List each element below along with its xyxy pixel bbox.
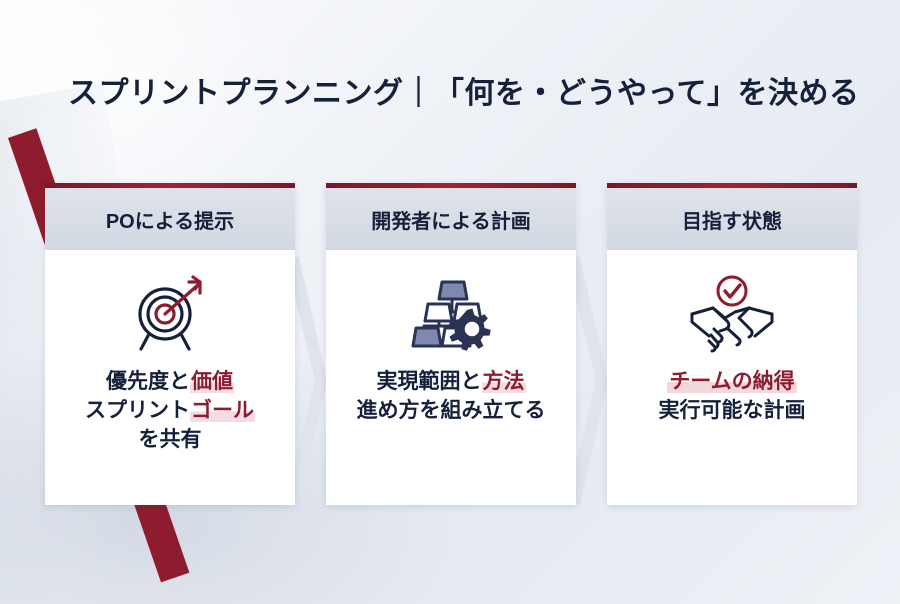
cards-row: POによる提示 xyxy=(45,183,857,505)
card-line: スプリントゴール xyxy=(85,397,255,426)
card-line-highlight: 価値 xyxy=(190,370,234,393)
card-line-text: 優先度と xyxy=(106,370,190,393)
card-po-proposal[interactable]: POによる提示 xyxy=(45,183,295,505)
page-title: スプリントプランニング｜「何を・どうやって」を決める xyxy=(68,77,860,110)
card-text-block: チームの納得 実行可能な計画 xyxy=(659,368,806,426)
card-line-text: スプリント xyxy=(85,398,190,422)
card-header: POによる提示 xyxy=(45,188,295,250)
card-target-state[interactable]: 目指す状態 xyxy=(607,183,857,505)
card-line-highlight: ゴール xyxy=(190,398,255,422)
card-header-label: 目指す状態 xyxy=(682,210,782,233)
target-arrow-icon xyxy=(127,272,213,356)
card-header-label: POによる提示 xyxy=(105,210,235,233)
card-line: 進め方を組み立てる xyxy=(357,397,546,426)
card-line-text: 実現範囲と xyxy=(376,370,482,393)
card-line: 実現範囲と方法 xyxy=(357,368,546,397)
card-line: チームの納得 xyxy=(659,368,806,397)
card-header: 開発者による計画 xyxy=(326,188,576,250)
card-line: 実行可能な計画 xyxy=(659,397,806,426)
card-line-highlight: チームの納得 xyxy=(667,370,797,393)
card-line-text: 実行可能な計画 xyxy=(658,398,806,422)
card-line-text: 進め方を組み立てる xyxy=(356,398,546,422)
card-text-block: 実現範囲と方法 進め方を組み立てる xyxy=(357,368,546,426)
card-line-text: を共有 xyxy=(138,427,202,451)
card-line: 優先度と価値 xyxy=(85,368,255,397)
hierarchy-gear-icon xyxy=(408,272,494,356)
handshake-check-icon xyxy=(687,272,777,356)
card-line: を共有 xyxy=(85,426,255,455)
card-line-highlight: 方法 xyxy=(481,370,526,393)
card-header: 目指す状態 xyxy=(607,188,857,250)
card-body: チームの納得 実行可能な計画 xyxy=(607,250,857,505)
card-header-label: 開発者による計画 xyxy=(371,210,531,233)
card-body: 優先度と価値 スプリントゴール を共有 xyxy=(45,250,295,505)
card-body: 実現範囲と方法 進め方を組み立てる xyxy=(326,250,576,505)
card-text-block: 優先度と価値 スプリントゴール を共有 xyxy=(85,368,255,455)
card-developer-plan[interactable]: 開発者による計画 xyxy=(326,183,576,505)
